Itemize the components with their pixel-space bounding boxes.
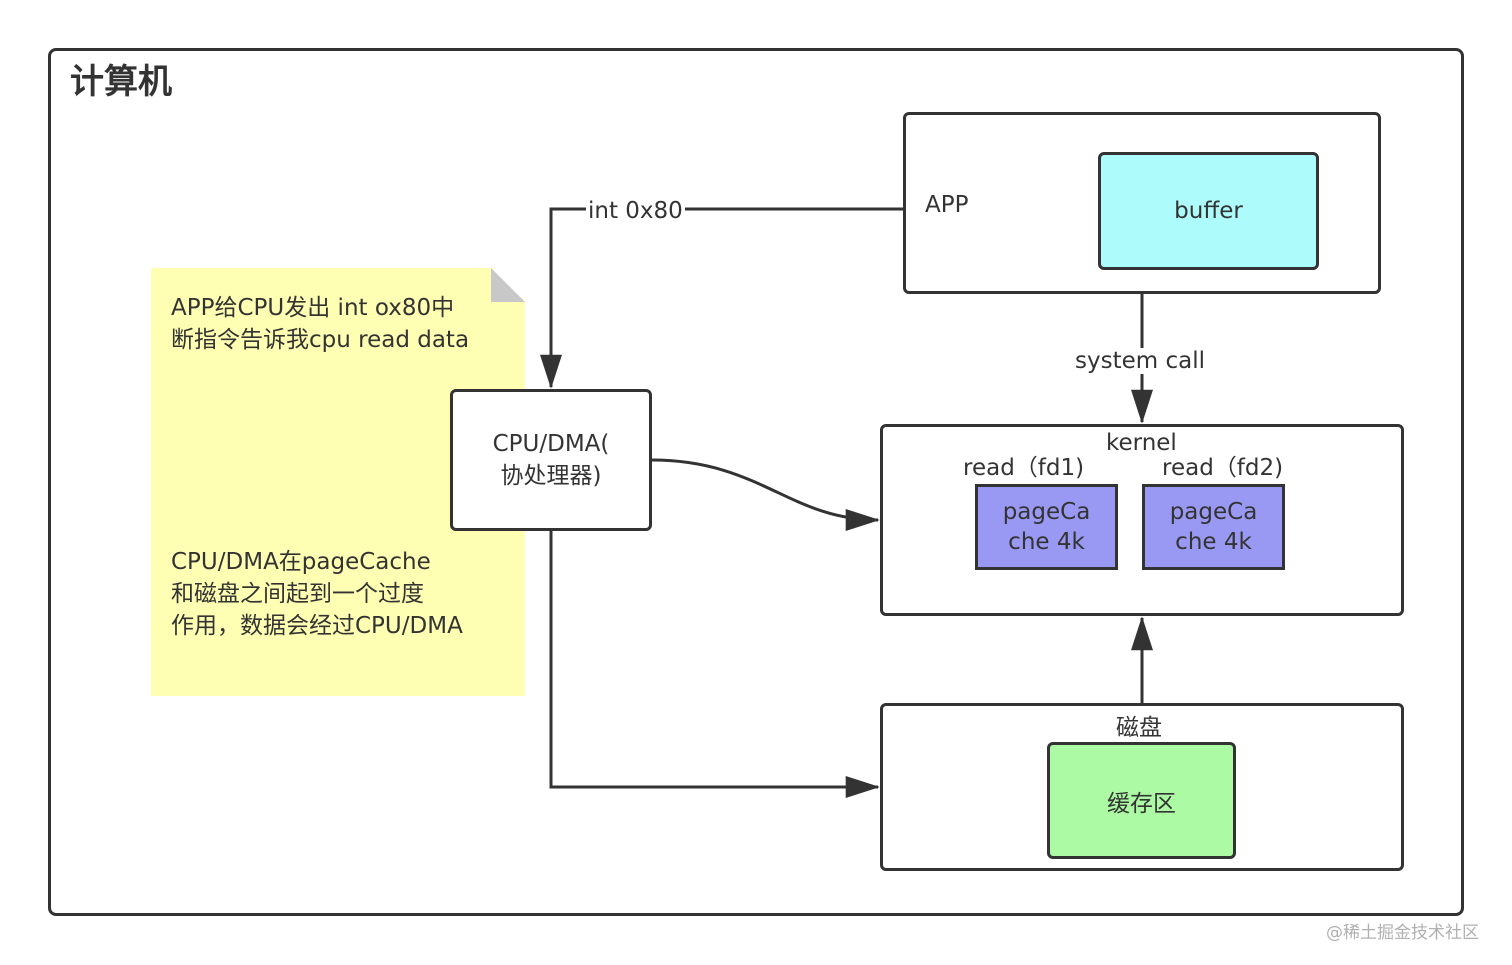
page-cache-2-node[interactable]: pageCa che 4k: [1142, 484, 1285, 570]
edge-label-system-call: system call: [1073, 348, 1207, 374]
page-cache-1-label: pageCa che 4k: [1002, 499, 1091, 555]
buffer-label: buffer: [1174, 198, 1243, 224]
cpu-dma-node[interactable]: CPU/DMA( 协处理器): [450, 389, 652, 531]
read-fd1-label: read（fd1): [963, 455, 1085, 481]
buffer-node[interactable]: buffer: [1098, 152, 1319, 270]
edge-app-to-cpu: [540, 207, 903, 389]
disk-cache-label: 缓存区: [1107, 790, 1176, 817]
container-title: 计算机: [70, 62, 172, 102]
page-cache-1-node[interactable]: pageCa che 4k: [975, 484, 1118, 570]
watermark: @稀土掘金技术社区: [1326, 923, 1479, 943]
app-label: APP: [925, 192, 969, 218]
disk-cache-node[interactable]: 缓存区: [1047, 742, 1236, 859]
note-text-dma: CPU/DMA在pageCache 和磁盘之间起到一个过度 作用，数据会经过CP…: [171, 549, 463, 639]
edge-label-int-0x80: int 0x80: [586, 198, 685, 224]
read-fd2-label: read（fd2): [1162, 455, 1284, 481]
kernel-label: kernel: [1106, 430, 1177, 456]
note-text-interrupt: APP给CPU发出 int ox80中 断指令告诉我cpu read data: [171, 295, 470, 353]
cpu-dma-label: CPU/DMA( 协处理器): [492, 431, 610, 489]
edge-cpu-to-disk: [549, 531, 880, 798]
page-cache-2-label: pageCa che 4k: [1169, 499, 1258, 555]
edge-cpu-to-kernel: [651, 458, 880, 531]
disk-label: 磁盘: [1116, 715, 1162, 741]
